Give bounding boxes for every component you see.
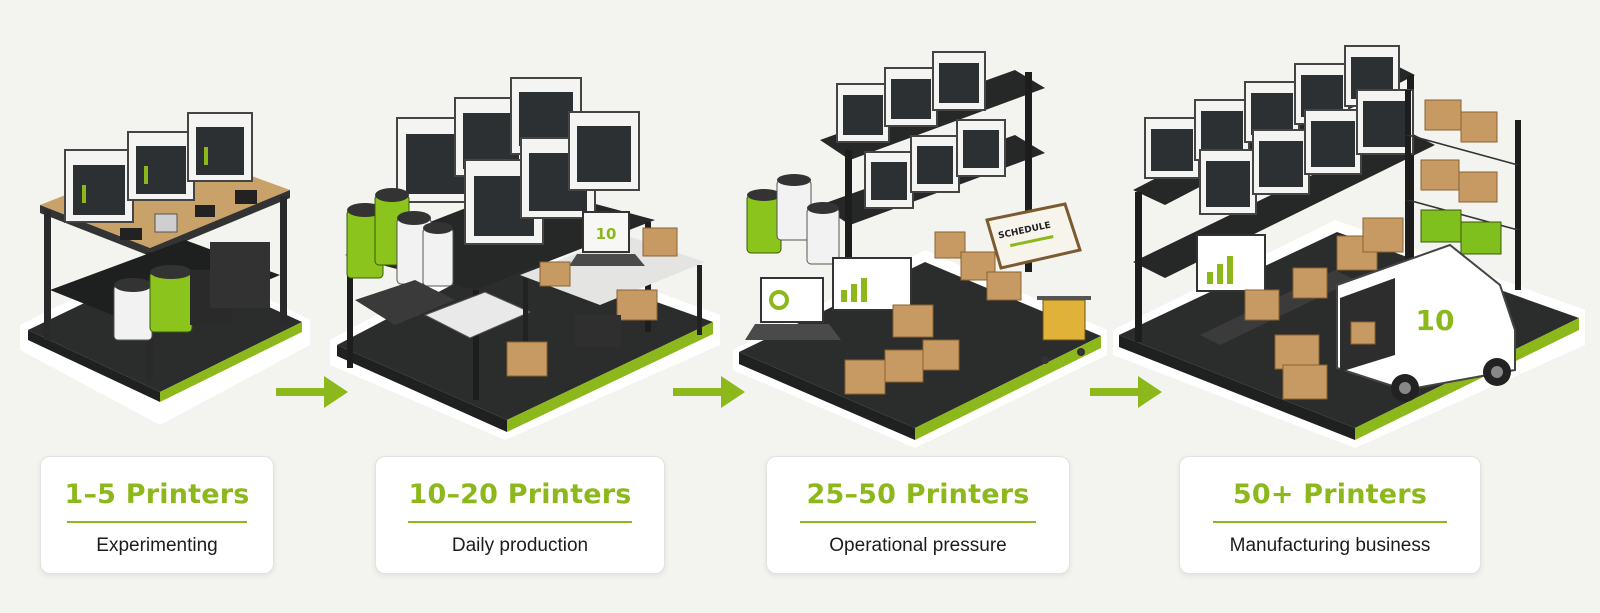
cardboard-box-icon [1460,111,1498,143]
storage-bin [575,315,621,347]
3d-printer-icon [568,111,640,191]
cardboard-box-icon [506,341,548,377]
cardboard-box-icon [1244,289,1280,321]
cardboard-box-icon [642,227,678,257]
printed-part [195,205,215,217]
cardboard-box-icon [616,289,658,321]
cardboard-box-icon [1424,99,1462,131]
dashboard-monitor [1196,234,1266,292]
stage-card: 50+ Printers Manufacturing business [1179,456,1481,574]
platform [739,262,1101,440]
printed-part [154,213,178,233]
3d-printer-icon [127,131,195,201]
storage-bin [210,242,270,308]
stage-title: 50+ Printers [1232,479,1428,510]
3d-printer-icon [932,51,986,111]
stage-card: 10–20 Printers Daily production [375,456,665,574]
filament-spool-icon [113,278,153,341]
title-divider [1213,521,1447,523]
stage-illustration-experimenting [10,0,325,450]
cardboard-box-icon [539,261,571,287]
stage-card: 25–50 Printers Operational pressure [766,456,1070,574]
stage-illustration-daily-production: 10 [325,0,725,450]
3d-printer-icon [64,149,134,223]
stage-card: 1–5 Printers Experimenting [40,456,274,574]
parts-bin [423,291,532,339]
filament-spool-icon [776,174,812,241]
laptop-logo: 10 [596,225,617,243]
arrow-right-icon [274,372,350,412]
stage-title: 25–50 Printers [806,479,1030,510]
cardboard-box-icon [1292,267,1328,299]
filament-crate [1460,221,1502,255]
cardboard-box-icon [1362,217,1404,253]
cardboard-box-icon [934,231,966,259]
filament-spool-icon [422,222,454,287]
title-divider [66,521,248,523]
cardboard-box-icon [922,339,960,371]
printed-part [120,228,142,240]
stage-title: 10–20 Printers [408,479,632,510]
3d-printer-icon [836,83,890,143]
3d-printer-icon [910,135,960,193]
3d-printer-icon [956,119,1006,177]
schedule-board: SCHEDULE [985,202,1082,270]
3d-printer-icon [1144,117,1200,179]
cardboard-box-icon [844,359,886,395]
stage-subtitle: Daily production [451,535,589,556]
3d-printer-icon [187,112,253,182]
cardboard-box-icon [892,304,934,338]
stage-subtitle: Operational pressure [829,535,1007,556]
dashboard-monitor [832,257,912,311]
filament-spool-icon [746,189,782,254]
title-divider [407,521,633,523]
stage-subtitle: Manufacturing business [1229,535,1431,556]
stage-title: 1–5 Printers [64,479,250,510]
stage-illustration-manufacturing-business: 10 [1105,0,1595,450]
cardboard-box-icon [1420,159,1460,191]
title-divider [800,521,1036,523]
3d-printer-icon [1252,129,1310,195]
3d-printer-icon [1304,109,1362,175]
arrow-right-icon [1088,372,1164,412]
delivery-van-icon: 10 [1336,243,1516,402]
cardboard-box-icon [884,349,924,383]
laptop: 10 [569,211,645,266]
parts-bin [355,280,455,325]
stage-illustration-operational-pressure: SCHEDULE [725,0,1115,450]
3d-printer-icon [864,151,914,209]
filament-spool-icon [149,265,193,333]
cart [1037,296,1091,364]
filament-crate [1420,209,1462,243]
3d-printer-icon [1199,149,1257,215]
arrow-right-icon [671,372,747,412]
laptop [745,277,841,340]
printed-part [235,190,257,204]
cardboard-box-icon [986,271,1022,301]
3d-printer-icon [1356,89,1414,155]
3d-printer-icon [884,67,938,127]
van-logo: 10 [1416,304,1455,337]
stage-subtitle: Experimenting [96,535,218,556]
cardboard-box-icon [1274,334,1320,370]
filament-spool-icon [346,203,384,279]
filament-spool-icon [806,202,840,265]
cardboard-box-icon [1458,171,1498,203]
cardboard-box-icon [1282,364,1328,400]
